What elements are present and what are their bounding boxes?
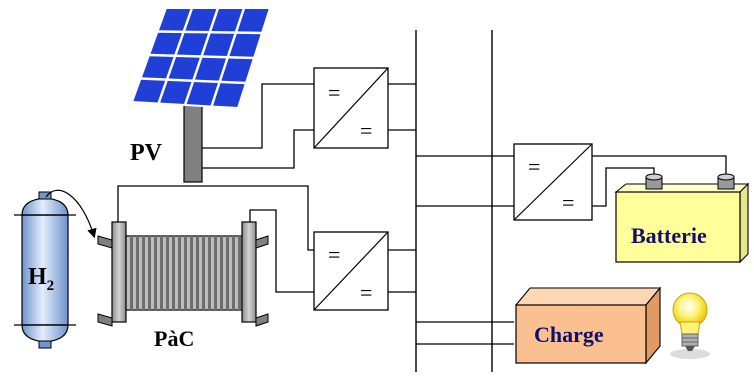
battery-label: Batterie — [631, 223, 707, 248]
fuel-cell-label: PàC — [154, 326, 194, 351]
converter-input-symbol: = — [528, 154, 540, 179]
dc-dc-converter-icon: = = — [513, 143, 593, 221]
dc-dc-converter-icon: = = — [313, 67, 389, 149]
load-box-icon — [514, 286, 662, 365]
dc-dc-converter-icon: = = — [313, 231, 389, 311]
load-label: Charge — [534, 322, 604, 347]
battery-icon — [614, 173, 750, 264]
pv-label: PV — [130, 140, 163, 166]
battery-wires — [592, 155, 727, 207]
bus-to-converter3-wires — [416, 155, 514, 207]
converter-output-symbol: = — [360, 118, 372, 143]
hydrogen-feed-arrow — [45, 189, 97, 239]
fuel-cell-icon — [97, 221, 269, 327]
solar-panel-icon — [130, 7, 272, 183]
converter1-bus-wires — [388, 83, 416, 131]
fuel-cell-wires — [117, 185, 314, 293]
hydrogen-label: H2 — [28, 264, 54, 294]
dc-bus — [415, 30, 493, 372]
converter-output-symbol: = — [360, 280, 372, 305]
bus-to-load-wires — [416, 321, 514, 345]
pv-wires — [202, 83, 314, 169]
converter-input-symbol: = — [328, 80, 340, 105]
converter2-bus-wires — [388, 249, 416, 293]
hydrogen-tank-icon — [14, 191, 76, 349]
converter-input-symbol: = — [328, 242, 340, 267]
light-bulb-icon — [670, 292, 710, 359]
converter-output-symbol: = — [562, 190, 574, 215]
